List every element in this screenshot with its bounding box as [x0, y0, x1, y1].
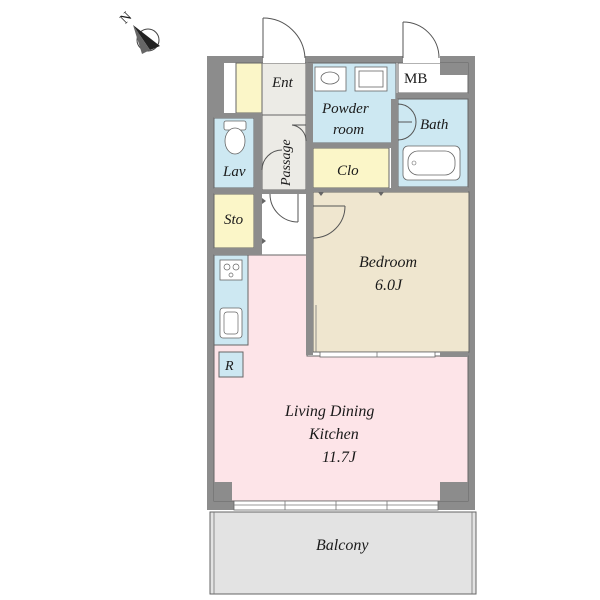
bedroom	[312, 191, 470, 353]
closet-label: Clo	[337, 163, 359, 179]
interior-wall-powder-bottom	[306, 143, 398, 148]
refrigerator-space	[218, 351, 244, 378]
compass-needle-tail-icon	[133, 25, 150, 54]
meter-box-label: MB	[404, 71, 427, 87]
wall-divider-mb	[396, 93, 468, 99]
bedroom-size-label: 6.0J	[375, 277, 403, 294]
toilet-icon	[223, 120, 247, 155]
passage-label: Passage	[279, 139, 294, 187]
entrance-door	[262, 17, 306, 63]
exterior-wall-top-mid	[305, 56, 403, 63]
interior-wall-lav-top	[214, 113, 262, 118]
lavatory-door	[261, 149, 283, 171]
exterior-wall-top-right	[440, 56, 475, 63]
pillar-ldk-bottom-right	[440, 482, 468, 501]
storage-door-markers	[262, 198, 266, 244]
interior-wall-lav-passage	[254, 113, 262, 249]
pillar-ldk-bottom-left	[214, 482, 232, 501]
closet-door-markers	[318, 192, 384, 196]
interior-wall-passage-bottom	[262, 190, 306, 194]
bath-door	[397, 103, 417, 141]
interior-wall-lav-sto	[214, 188, 262, 194]
wall-pillar-mb	[440, 63, 468, 75]
exterior-wall-top-left	[207, 56, 263, 63]
entrance-label: Ent	[271, 75, 294, 91]
refrigerator-label: R	[224, 359, 234, 374]
entrance-area	[261, 62, 307, 116]
stove-icon	[219, 259, 243, 281]
powder-room-label-line1: Powder	[321, 101, 369, 117]
interior-wall-closet-bottom	[306, 188, 398, 192]
compass-north-label: N	[118, 9, 136, 27]
shoe-storage	[235, 62, 263, 114]
interior-wall-passage-right	[306, 63, 313, 355]
compass: N	[118, 9, 160, 54]
interior-wall-sto-ldk	[214, 248, 262, 255]
bedroom-door	[312, 205, 346, 239]
kitchen-sink-icon	[219, 307, 243, 339]
lavatory-label: Lav	[222, 164, 246, 180]
bath-label: Bath	[420, 117, 448, 133]
balcony	[209, 511, 477, 595]
exterior-wall-right	[468, 56, 475, 508]
powder-room-label-line2: room	[333, 122, 364, 138]
ldk-label-line1: Living Dining	[284, 403, 374, 420]
balcony-label: Balcony	[316, 537, 369, 554]
storage-label: Sto	[224, 212, 244, 228]
mb-door	[402, 21, 440, 63]
interior-wall-bath-left	[391, 99, 398, 192]
washbasin-icon	[314, 66, 347, 92]
passage-ldk-door	[269, 193, 299, 223]
ldk-size-label: 11.7J	[322, 449, 357, 466]
bedroom-window	[319, 351, 436, 358]
bathtub-icon	[402, 145, 461, 181]
interior-wall-bath-bottom	[391, 187, 468, 192]
compass-needle-icon	[133, 25, 160, 50]
pillar-bedroom-right	[440, 352, 468, 357]
wall-pillar-top-left	[214, 63, 224, 113]
ldk-window	[233, 500, 439, 511]
washing-machine-icon	[354, 66, 388, 92]
storage-room	[213, 193, 255, 249]
ldk-label-line2: Kitchen	[308, 426, 359, 443]
bedroom-label: Bedroom	[359, 254, 417, 271]
powder-room-door	[291, 124, 307, 142]
exterior-wall-left	[207, 56, 214, 508]
